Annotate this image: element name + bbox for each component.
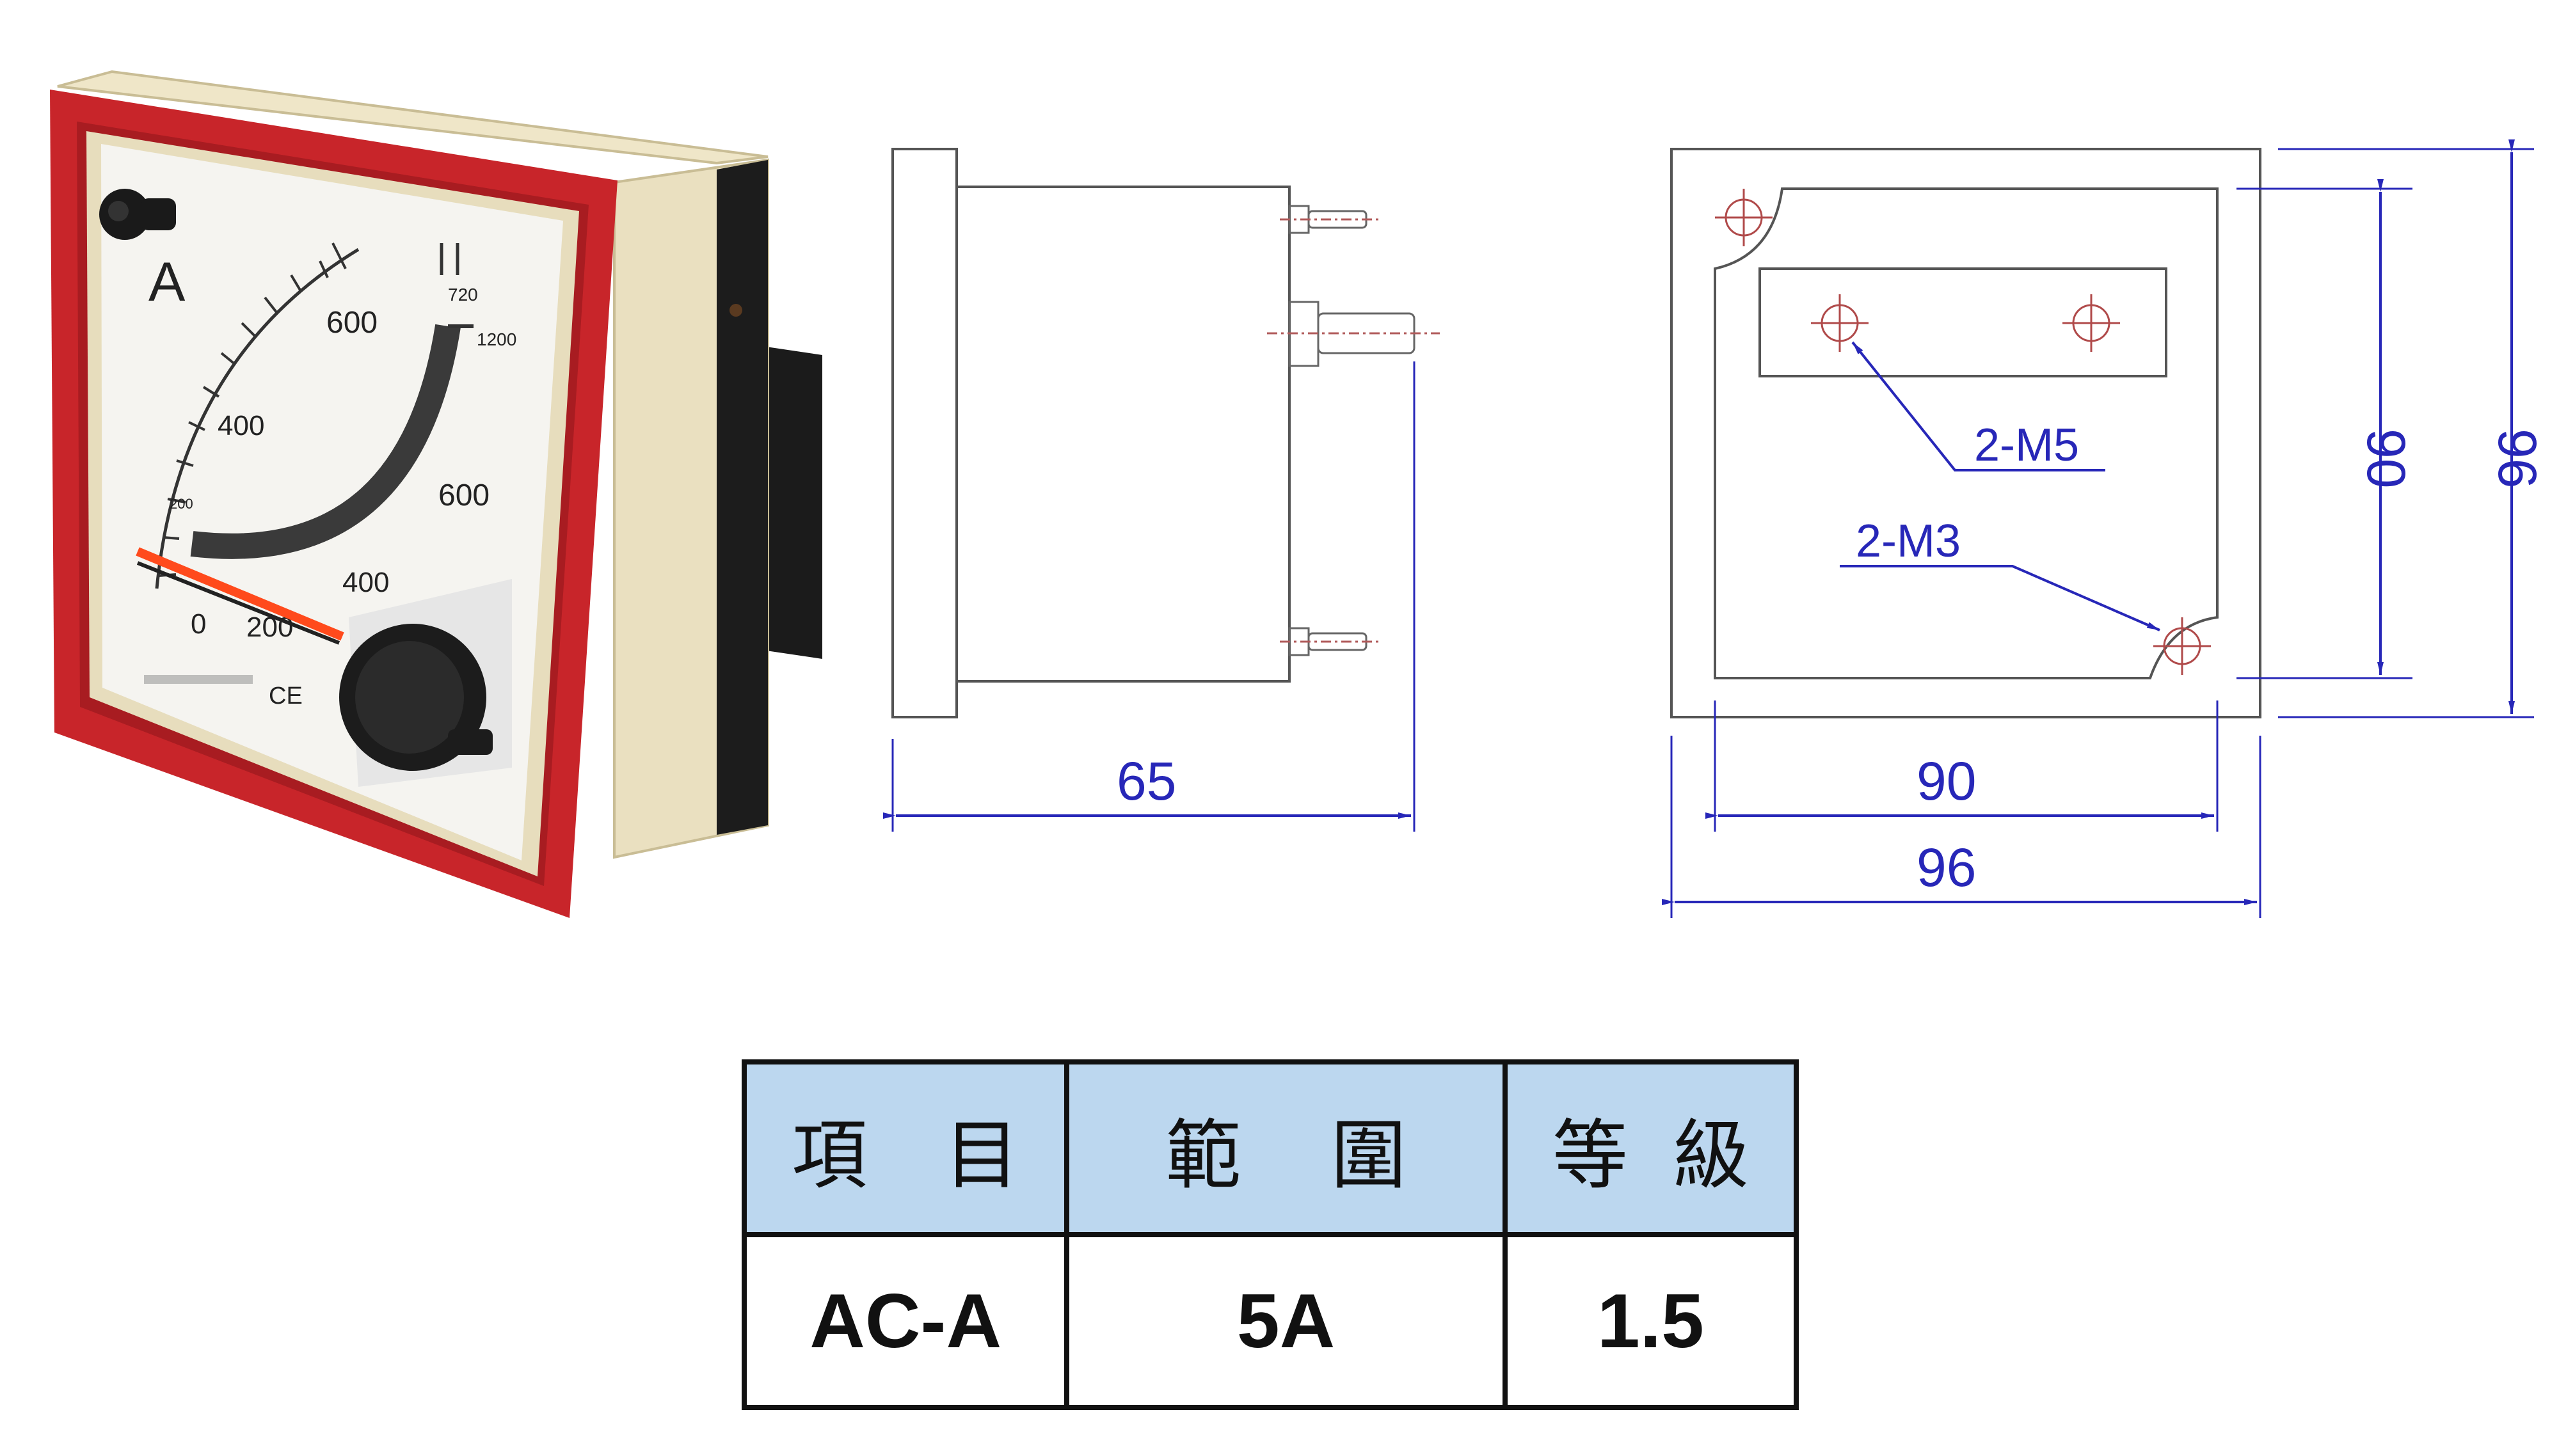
front-view-terminal-block [1758, 267, 2167, 377]
meter-overload-band [190, 324, 461, 559]
meter-scale-ticks [158, 242, 347, 577]
cell-class: 1.5 [1502, 1232, 1799, 1410]
reset-knob-icon [339, 624, 493, 771]
side-depth-label: 65 [1117, 751, 1176, 811]
side-view-terminal-studs [1267, 205, 1440, 656]
meter-overload-mark: 400 [342, 567, 389, 598]
meter-scale-mark: 0 [191, 608, 206, 640]
front-view-outer-outline [1670, 148, 2261, 718]
meter-overload-mark: 600 [438, 479, 490, 512]
meter-body-top [57, 70, 769, 165]
side-view-front-flange [891, 148, 958, 718]
front-inner-width-label: 90 [1917, 751, 1976, 811]
stud-spec-label: 2-M5 [1974, 420, 2079, 471]
header-item: 項目 [741, 1059, 1070, 1237]
header-range: 範圍 [1064, 1059, 1508, 1237]
spec-table-row: AC-A 5A 1.5 [741, 1232, 1799, 1410]
meter-illustration: A 0 200 400 600 720 1200 200 400 600 CE [50, 70, 822, 918]
meter-brand-mark: CE [269, 683, 303, 709]
front-inner-height-label: 90 [2356, 429, 2416, 488]
zero-adjust-screw-icon [99, 189, 176, 240]
screw-spec-label: 2-M3 [1856, 516, 1961, 567]
meter-scale-mark: 200 [170, 496, 193, 512]
meter-scale-mark: 400 [218, 410, 264, 441]
meter-unit-label: A [148, 251, 186, 313]
screw-leader-line [1840, 565, 2160, 631]
stud-leader-line [1851, 341, 2105, 471]
spec-table-header-row: 項目 範圍 等級 [741, 1059, 1799, 1237]
front-outer-width-label: 96 [1917, 837, 1976, 898]
cell-item: AC-A [741, 1232, 1070, 1410]
front-outer-height-label: 96 [2487, 429, 2547, 488]
meter-scale-mark: 600 [326, 306, 378, 340]
front-view-drawing [1662, 139, 2534, 918]
spec-table: 項目 範圍 等級 AC-A 5A 1.5 [741, 1059, 1799, 1410]
side-view-drawing [883, 148, 1440, 832]
meter-outer-mark: 720 [448, 285, 478, 305]
side-view-body [955, 186, 1291, 683]
cell-range: 5A [1064, 1232, 1508, 1410]
front-view-inner-outline [1714, 187, 2219, 679]
meter-outer-mark: 1200 [477, 329, 516, 349]
meter-scale-arc [155, 248, 360, 589]
meter-needle [136, 547, 344, 641]
header-class: 等級 [1502, 1059, 1799, 1237]
